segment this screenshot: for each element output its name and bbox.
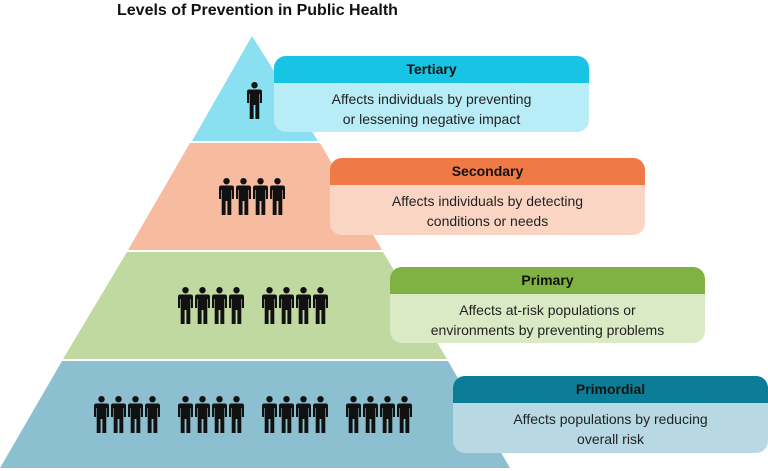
card-tertiary-description: Affects individuals by preventing or les… [331, 91, 532, 127]
person-icon [296, 287, 311, 324]
diagram-title: Levels of Prevention in Public Health [117, 2, 398, 19]
card-secondary-header: Secondary [330, 158, 645, 185]
person-icon [270, 178, 285, 215]
people-secondary [219, 178, 285, 215]
person-icon [236, 178, 251, 215]
person-icon [397, 396, 412, 433]
card-tertiary-header: Tertiary [274, 56, 589, 83]
person-icon [279, 396, 294, 433]
person-icon [313, 287, 328, 324]
person-icon [229, 396, 244, 433]
person-icon [195, 287, 210, 324]
tier-primary [63, 252, 447, 359]
person-icon [128, 396, 143, 433]
person-icon [279, 287, 294, 324]
card-secondary: Secondary Affects individuals by detecti… [330, 158, 645, 235]
people-tertiary [247, 82, 262, 119]
card-primordial: Primordial Affects populations by reduci… [453, 376, 768, 453]
person-icon [94, 396, 109, 433]
person-icon [380, 396, 395, 433]
person-icon [262, 396, 277, 433]
person-icon [212, 287, 227, 324]
person-icon [253, 178, 268, 215]
card-primordial-header: Primordial [453, 376, 768, 403]
person-icon [363, 396, 378, 433]
card-secondary-description: Affects individuals by detecting conditi… [391, 193, 584, 229]
card-primordial-description: Affects populations by reducing overall … [513, 411, 708, 447]
person-icon [313, 396, 328, 433]
card-primary-description: Affects at-risk populations or environme… [430, 302, 665, 338]
person-icon [178, 287, 193, 324]
person-icon [262, 287, 277, 324]
tier-primordial [0, 361, 510, 468]
person-icon [195, 396, 210, 433]
person-icon [145, 396, 160, 433]
people-primary [178, 287, 328, 324]
person-icon [229, 287, 244, 324]
person-icon [247, 82, 262, 119]
card-primary: Primary Affects at-risk populations or e… [390, 267, 705, 343]
card-primary-header: Primary [390, 267, 705, 294]
people-primordial [94, 396, 412, 433]
person-icon [111, 396, 126, 433]
person-icon [212, 396, 227, 433]
person-icon [296, 396, 311, 433]
person-icon [346, 396, 361, 433]
person-icon [178, 396, 193, 433]
person-icon [219, 178, 234, 215]
card-tertiary: Tertiary Affects individuals by preventi… [274, 56, 589, 132]
